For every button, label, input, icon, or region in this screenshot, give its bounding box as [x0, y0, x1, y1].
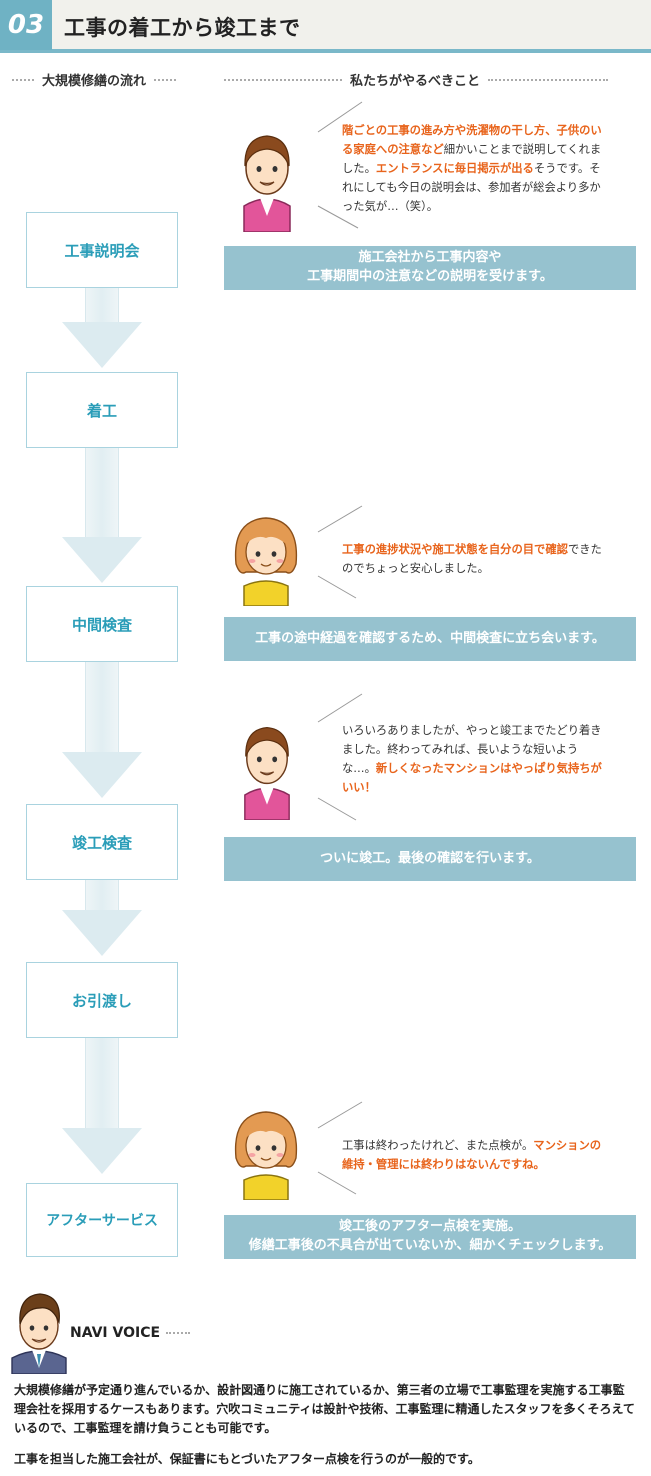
section-header	[0, 0, 651, 52]
speech-lines	[317, 101, 363, 229]
resident-man-icon	[243, 135, 291, 232]
resident-woman-icon	[234, 1111, 298, 1200]
step-interim-inspection: 中間検査	[26, 586, 178, 662]
speech-lines	[317, 693, 363, 821]
section-number-badge: 03	[0, 0, 52, 50]
flow-arrow-shaft	[85, 447, 119, 539]
resident-woman-icon	[234, 517, 298, 606]
navigator-man-icon	[11, 1293, 67, 1374]
right-column-label: 私たちがやるべきこと	[224, 70, 609, 89]
navi-voice-title: NAVI VOICE	[70, 1325, 191, 1341]
left-column-label: 大規模修繕の流れ	[12, 70, 177, 89]
step-briefing: 工事説明会	[26, 212, 178, 288]
step-handover: お引渡し	[26, 962, 178, 1038]
action-bar-interim: 工事の途中経過を確認するため、中間検査に立ち会います。	[224, 617, 636, 661]
navi-voice-paragraph-2: 工事を担当した施工会社が、保証書にもとづいたアフター点検を行うのが一般的です。	[14, 1452, 480, 1466]
resident-comment-after-service: 工事は終わったけれど、また点検が。マンションの維持・管理には終わりはないんですね…	[342, 1139, 602, 1171]
action-bar-briefing: 施工会社から工事内容や工事期間中の注意などの説明を受けます。	[224, 246, 636, 290]
flow-arrow-head	[62, 322, 142, 368]
speech-lines	[317, 505, 363, 599]
step-after-service: アフターサービス	[26, 1183, 178, 1257]
flow-arrow-shaft	[85, 288, 119, 322]
action-bar-completion: ついに竣工。最後の確認を行います。	[224, 837, 636, 881]
speech-lines	[317, 1101, 363, 1195]
flow-arrow-shaft	[85, 880, 119, 910]
header-underline	[0, 49, 651, 53]
step-completion-inspection: 竣工検査	[26, 804, 178, 880]
flow-arrow-head	[62, 537, 142, 583]
section-title: 工事の着工から竣工まで	[64, 16, 301, 40]
flow-arrow-shaft	[85, 1038, 119, 1130]
resident-man-icon	[244, 726, 290, 820]
resident-comment-interim: 工事の進捗状況や施工状態を自分の目で確認できたのでちょっと安心しました。	[342, 543, 602, 575]
flow-arrow-shaft	[85, 662, 119, 754]
step-construction-start: 着工	[26, 372, 178, 448]
flow-arrow-head	[62, 1128, 142, 1174]
navi-voice-paragraph-1: 大規模修繕が予定通り進んでいるか、設計図通りに施工されているか、第三者の立場で工…	[14, 1383, 635, 1435]
flow-arrow-head	[62, 752, 142, 798]
flow-arrow-head	[62, 910, 142, 956]
resident-comment-completion: いろいろありましたが、やっと竣工までたどり着きました。終わってみれば、長いような…	[342, 724, 602, 794]
action-bar-after-service: 竣工後のアフター点検を実施。修繕工事後の不具合が出ていないか、細かくチェックしま…	[224, 1215, 636, 1259]
resident-comment-briefing: 階ごとの工事の進み方や洗濯物の干し方、子供のいる家庭への注意など細かいことまで説…	[342, 124, 602, 213]
